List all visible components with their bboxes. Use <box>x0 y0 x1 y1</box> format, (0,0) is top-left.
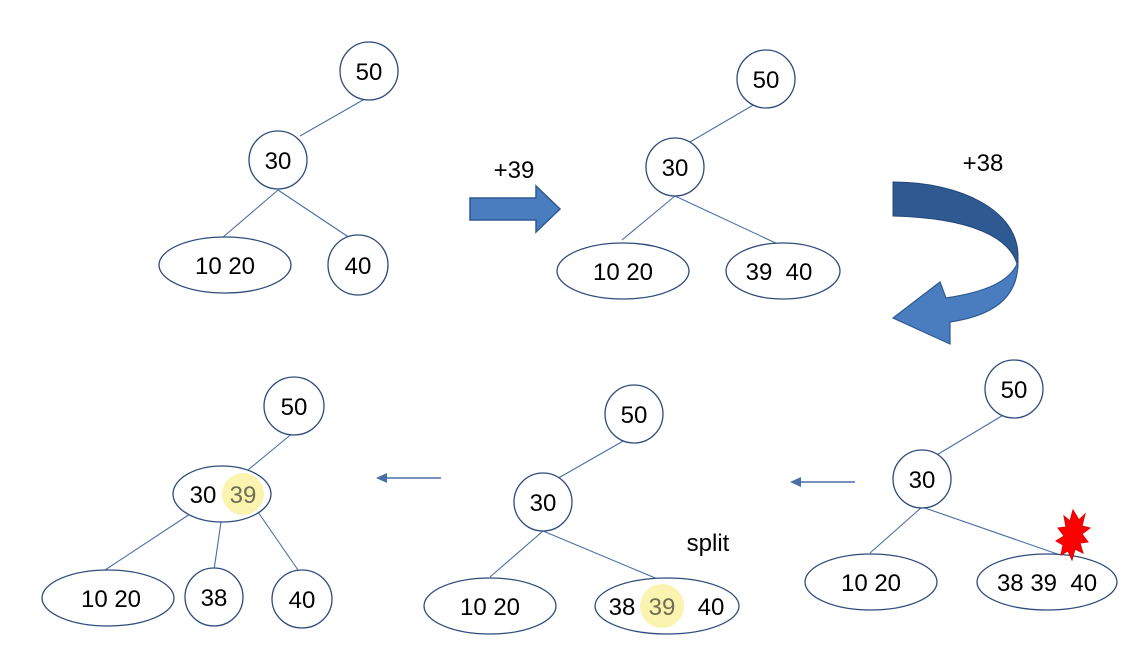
node-mid-label: 30 <box>662 155 689 182</box>
left-arrow-head <box>376 473 387 483</box>
node-mid-label: 30 <box>909 467 936 494</box>
right-block-arrow-icon <box>469 184 562 234</box>
node-right <box>327 234 389 296</box>
node-right-key-c: 40 <box>698 594 725 621</box>
edge <box>221 189 279 239</box>
node-middle-label: 38 <box>201 585 228 612</box>
split-key-highlight <box>640 584 684 628</box>
node-left-label: 10 20 <box>81 586 141 613</box>
step-2: +38 <box>891 150 1019 345</box>
node-left-label: 10 20 <box>460 594 520 621</box>
node-root <box>339 41 399 101</box>
promoted-key-highlight <box>222 473 264 515</box>
tree-2: 50 30 10 20 39 40 <box>556 49 841 300</box>
node-root-label: 50 <box>621 402 648 429</box>
tree-4: 50 30 10 20 38 39 40 split <box>423 384 740 635</box>
edge <box>247 431 295 471</box>
node-left <box>41 569 175 627</box>
node-mid <box>892 449 952 509</box>
edge <box>934 413 1006 457</box>
edge <box>869 506 923 554</box>
node-root-label: 50 <box>753 67 780 94</box>
node-mid <box>645 137 705 197</box>
node-mid-key-b: 39 <box>230 482 257 509</box>
node-left-label: 10 20 <box>593 259 653 286</box>
node-root <box>736 49 796 109</box>
node-middle <box>184 567 244 627</box>
node-root-label: 50 <box>281 394 308 421</box>
tree-3: 50 30 10 20 38 39 40 <box>804 359 1118 611</box>
node-root-label: 50 <box>356 59 383 86</box>
node-root <box>984 359 1044 419</box>
node-left <box>158 236 292 294</box>
node-right-label: 40 <box>345 253 372 280</box>
node-right <box>725 242 841 300</box>
step-1: +39 <box>469 157 562 234</box>
node-right-label: 38 39 40 <box>997 570 1097 597</box>
node-left-label: 10 20 <box>195 253 255 280</box>
tree-1: 50 30 10 20 40 <box>158 41 399 296</box>
edge <box>213 521 222 571</box>
edge <box>104 513 191 571</box>
node-mid <box>513 472 573 532</box>
node-left <box>423 577 557 635</box>
node-right-label: 39 40 <box>746 259 813 286</box>
node-mid <box>248 130 308 190</box>
step-2-label: +38 <box>963 150 1004 177</box>
node-mid-label: 30 <box>530 490 557 517</box>
edge <box>257 511 299 571</box>
edge <box>554 439 626 481</box>
node-left-label: 10 20 <box>841 570 901 597</box>
node-root <box>263 376 325 436</box>
node-right <box>976 553 1118 611</box>
back-arrow-1 <box>790 477 855 487</box>
edge <box>542 530 661 581</box>
node-root-label: 50 <box>1001 377 1028 404</box>
edge <box>489 530 544 578</box>
edge <box>689 103 756 143</box>
split-label: split <box>687 530 730 557</box>
edge <box>674 195 781 246</box>
node-left <box>804 553 938 611</box>
node-root <box>604 384 664 444</box>
node-right <box>271 569 333 629</box>
curved-down-arrow-icon <box>892 181 1019 269</box>
back-arrow-2 <box>376 473 441 483</box>
edge <box>277 189 351 239</box>
node-right-label: 40 <box>289 587 316 614</box>
edge <box>621 195 676 241</box>
tree-5: 50 30 39 10 20 38 40 <box>41 376 333 629</box>
edge <box>921 506 1064 557</box>
node-right-key-a: 38 <box>609 594 636 621</box>
node-left <box>556 242 690 300</box>
node-mid-key-a: 30 <box>190 482 217 509</box>
step-1-label: +39 <box>494 157 535 184</box>
curved-down-arrow-head <box>891 261 1019 345</box>
left-arrow-head <box>790 477 801 487</box>
node-right-key-b: 39 <box>649 594 676 621</box>
red-burst-icon <box>1055 508 1092 562</box>
node-mid-label: 30 <box>265 148 292 175</box>
edge <box>299 95 371 137</box>
